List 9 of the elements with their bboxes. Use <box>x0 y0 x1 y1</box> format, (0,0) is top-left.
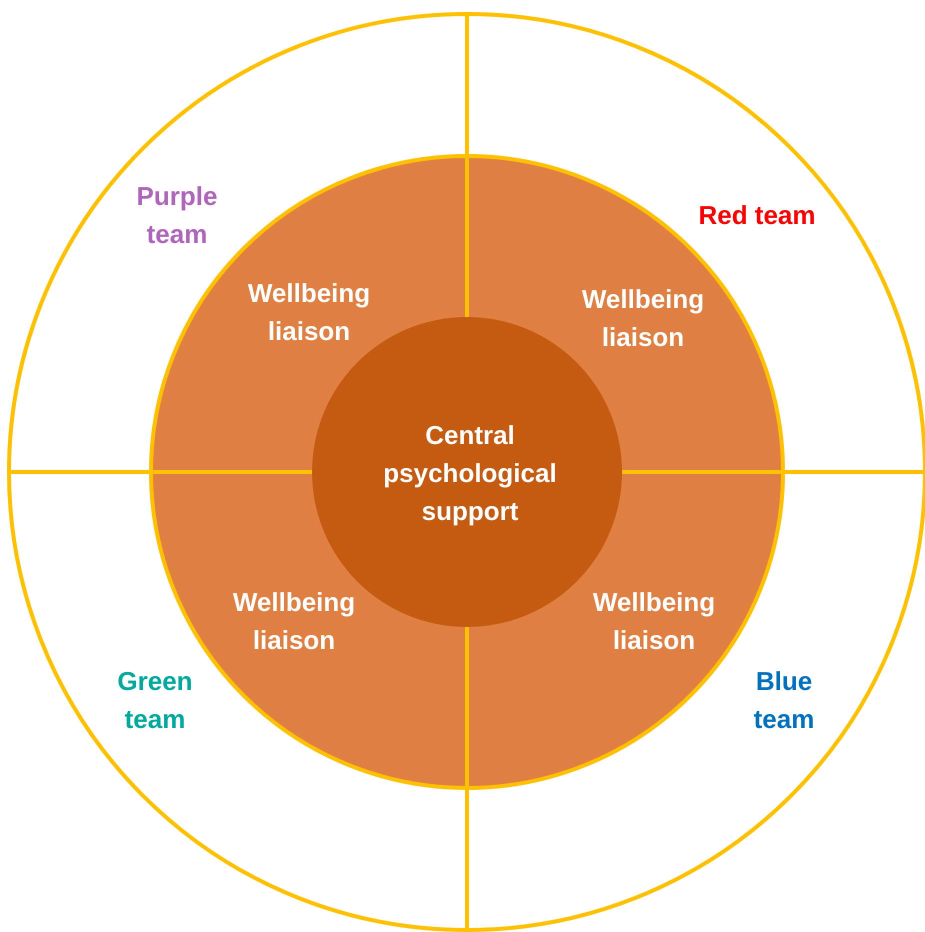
role-label: Wellbeing liaison <box>232 586 356 657</box>
team-label: Blue team <box>752 665 816 736</box>
role-label: Wellbeing liaison <box>592 586 716 657</box>
role-label: Wellbeing liaison <box>580 283 706 354</box>
team-label: Red team <box>697 199 817 232</box>
center-label: Central psychological support <box>382 419 558 528</box>
role-label: Wellbeing liaison <box>246 277 372 348</box>
team-label: Purple team <box>136 180 218 251</box>
team-label: Green team <box>116 665 194 736</box>
